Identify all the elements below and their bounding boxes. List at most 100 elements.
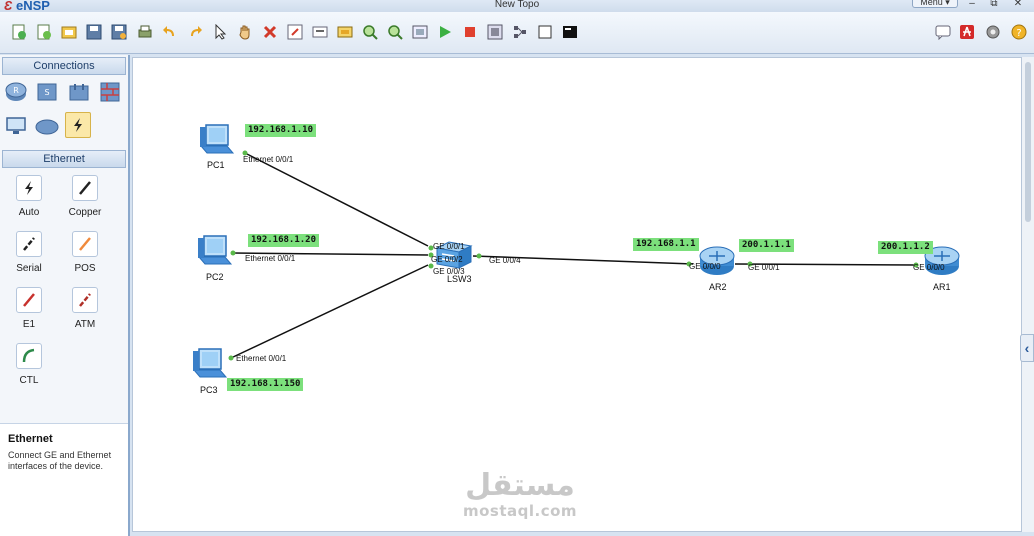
ar2-label: AR2 (709, 282, 727, 292)
port-indicator (747, 261, 753, 267)
full-screen-icon[interactable] (536, 23, 554, 41)
ip-label-pc2[interactable]: 192.168.1.20 (248, 234, 320, 247)
links-layer (228, 150, 919, 361)
restore-button[interactable]: ⧉ (990, 0, 998, 9)
ar1-node[interactable] (922, 244, 962, 281)
left-panel: Connections R S Ethernet Auto Copper Ser… (0, 55, 130, 536)
cable-label: Copper (68, 207, 102, 218)
ip-label-ar2-g1[interactable]: 200.1.1.1 (739, 239, 794, 252)
cable-atm[interactable]: ATM (60, 287, 110, 337)
collapse-panel-chevron-icon[interactable]: ‹ (1020, 334, 1034, 362)
undo-icon[interactable] (161, 23, 179, 41)
text-icon[interactable] (311, 23, 329, 41)
pan-icon[interactable] (236, 23, 254, 41)
link-lsw3-ar2[interactable] (472, 255, 694, 265)
zoom-out-icon[interactable] (386, 23, 404, 41)
ip-label-pc1[interactable]: 192.168.1.10 (245, 124, 317, 137)
ip-label-pc3[interactable]: 192.168.1.150 (227, 378, 304, 391)
cable-label: ATM (74, 319, 96, 330)
pc3-node[interactable] (190, 346, 228, 385)
start-device-icon[interactable] (436, 23, 454, 41)
cable-label: Auto (18, 207, 40, 218)
fit-icon[interactable] (411, 23, 429, 41)
port-label-ar2-g1: GE 0/0/1 (748, 263, 780, 272)
watermark-latin: mostaql.com (462, 502, 578, 520)
watermark-logo: مستقل mostaql.com (455, 470, 585, 521)
huawei-icon[interactable] (958, 23, 976, 41)
print-icon[interactable] (136, 23, 154, 41)
new-example-icon[interactable] (35, 23, 53, 41)
cable-copper[interactable]: Copper (60, 175, 110, 225)
cable-label: E1 (22, 319, 36, 330)
atm-cable-icon (72, 287, 98, 313)
delete-icon[interactable] (261, 23, 279, 41)
pc1-node[interactable] (197, 122, 235, 161)
zoom-in-icon[interactable] (361, 23, 379, 41)
port-indicator (230, 250, 236, 256)
cable-e1[interactable]: E1 (4, 287, 54, 337)
link-pc2-lsw3[interactable] (232, 252, 429, 256)
svg-text:S: S (44, 88, 49, 97)
link-pc1-lsw3[interactable] (244, 152, 429, 247)
settings-icon[interactable] (984, 23, 1002, 41)
save-as-icon[interactable] (110, 23, 128, 41)
firewall-category-icon[interactable] (97, 79, 123, 105)
connections-header: Connections (2, 57, 126, 75)
ar2-node[interactable] (697, 244, 737, 281)
switch-category-icon[interactable]: S (34, 79, 60, 105)
ip-label-ar2-g0[interactable]: 192.168.1.1 (633, 238, 699, 251)
vertical-scrollbar[interactable] (1022, 57, 1034, 532)
help-icon[interactable]: ? (1010, 23, 1028, 41)
minimize-button[interactable]: – (969, 0, 975, 9)
title-bar: Ɛ eNSP New Topo Menu ▾ – ⧉ ✕ (0, 0, 1034, 12)
lsw3-node[interactable] (433, 238, 473, 275)
port-label-lsw3-g4: GE 0/0/4 (489, 256, 521, 265)
redo-icon[interactable] (186, 23, 204, 41)
cable-ctl[interactable]: CTL (4, 343, 54, 393)
menu-button[interactable]: Menu ▾ (912, 0, 958, 8)
chat-icon[interactable] (934, 23, 952, 41)
auto-cable-icon (16, 175, 42, 201)
select-icon[interactable] (211, 23, 229, 41)
port-label-lsw3-g3: GE 0/0/3 (433, 267, 465, 276)
port-indicator (913, 262, 919, 268)
app-logo: Ɛ eNSP (4, 0, 50, 13)
port-label-pc1: Ethernet 0/0/1 (243, 155, 294, 164)
cable-label: POS (74, 263, 96, 274)
delete-link-icon[interactable] (286, 23, 304, 41)
topology-canvas[interactable]: PC1 PC2 PC3 LSW3 AR2 AR1 192.168.1.10 19… (132, 57, 1022, 532)
cable-category-icon[interactable] (65, 112, 91, 138)
cloud-category-icon[interactable] (34, 113, 60, 139)
link-ar2-ar1[interactable] (734, 263, 917, 266)
pc-icon (197, 235, 233, 265)
switch-icon (435, 241, 473, 269)
port-indicator (228, 355, 234, 361)
cable-serial[interactable]: Serial (4, 231, 54, 281)
ethernet-header: Ethernet (2, 150, 126, 168)
cable-label: CTL (19, 375, 39, 386)
capture-icon[interactable] (486, 23, 504, 41)
stop-device-icon[interactable] (461, 23, 479, 41)
port-label-ar1-g0: GE 0/0/0 (913, 263, 945, 272)
ar1-label: AR1 (933, 282, 951, 292)
new-topo-icon[interactable] (10, 23, 28, 41)
palette-icon[interactable] (336, 23, 354, 41)
wireless-category-icon[interactable] (66, 79, 92, 105)
topology-icon[interactable] (511, 23, 529, 41)
link-pc3-lsw3[interactable] (230, 264, 429, 359)
cable-pos[interactable]: POS (60, 231, 110, 281)
cable-auto[interactable]: Auto (4, 175, 54, 225)
pc-category-icon[interactable] (3, 113, 29, 139)
scroll-thumb[interactable] (1025, 62, 1031, 222)
open-icon[interactable] (60, 23, 78, 41)
ip-label-ar1[interactable]: 200.1.1.2 (878, 241, 933, 254)
router-category-icon[interactable]: R (3, 79, 29, 105)
description-text: Connect GE and Ethernet interfaces of th… (8, 450, 112, 471)
console-icon[interactable] (561, 23, 579, 41)
cable-label: Serial (16, 263, 42, 274)
port-label-pc3: Ethernet 0/0/1 (236, 354, 287, 363)
save-icon[interactable] (85, 23, 103, 41)
port-indicator (428, 263, 434, 269)
pc2-node[interactable] (195, 233, 233, 272)
close-button[interactable]: ✕ (1013, 0, 1023, 9)
